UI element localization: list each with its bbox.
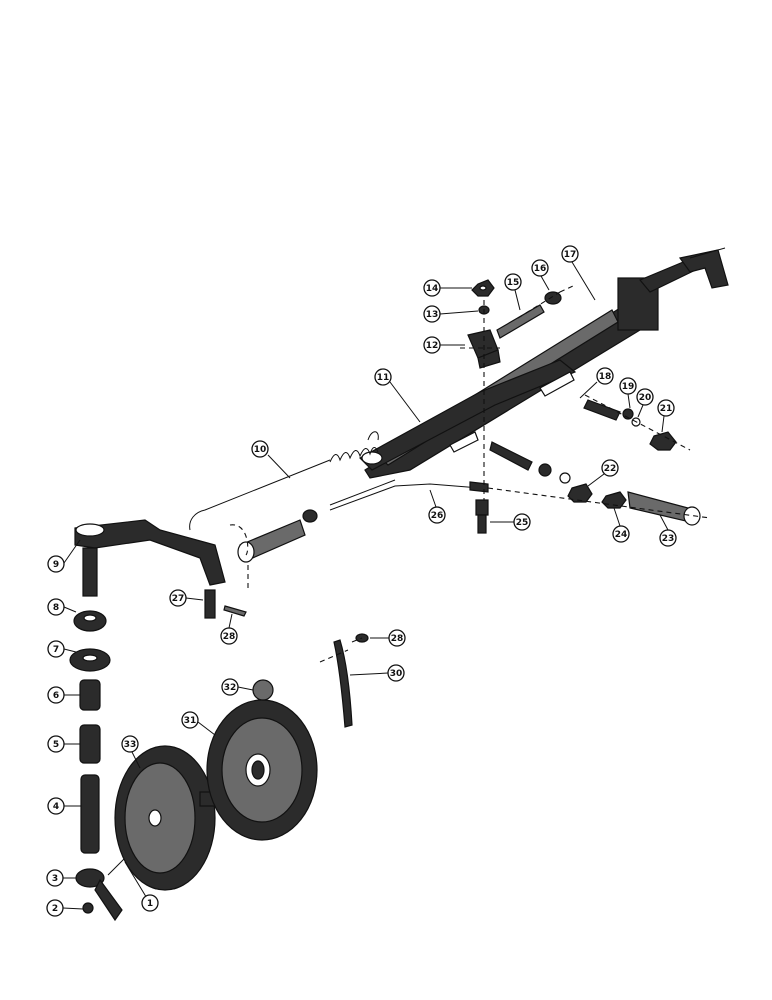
svg-text:18: 18	[599, 372, 612, 382]
svg-text:23: 23	[662, 534, 675, 544]
callout-21: 21	[657, 399, 675, 433]
scraper-blade-part-30	[333, 633, 369, 728]
callout-27: 27	[169, 589, 204, 607]
callout-23: 23	[659, 514, 677, 547]
svg-text:30: 30	[390, 669, 403, 679]
callout-6: 6	[47, 686, 80, 704]
svg-text:10: 10	[254, 445, 267, 455]
svg-text:14: 14	[426, 284, 439, 294]
callout-3: 3	[46, 869, 76, 887]
callout-18: 18	[579, 367, 614, 399]
svg-text:26: 26	[431, 511, 444, 521]
svg-text:15: 15	[507, 278, 520, 288]
callout-14: 14	[423, 279, 472, 297]
svg-text:22: 22	[604, 464, 617, 474]
callout-25: 25	[490, 513, 531, 531]
callout-30: 30	[349, 664, 405, 682]
callout-1: 1	[124, 861, 159, 912]
callout-13: 13	[423, 305, 479, 323]
svg-text:4: 4	[53, 802, 59, 812]
svg-text:1: 1	[147, 899, 153, 909]
svg-text:17: 17	[564, 250, 577, 260]
svg-text:28: 28	[223, 632, 236, 642]
bushing-stack	[69, 610, 126, 922]
svg-text:3: 3	[52, 874, 58, 884]
svg-text:2: 2	[52, 904, 58, 914]
callout-16: 16	[531, 259, 550, 291]
callout-31: 31	[181, 711, 216, 736]
callout-33: 33	[121, 735, 141, 769]
ball-part-32	[252, 679, 274, 701]
clevis	[237, 509, 318, 563]
svg-text:11: 11	[377, 373, 390, 383]
callout-5: 5	[47, 735, 80, 753]
svg-text:25: 25	[516, 518, 529, 528]
svg-text:8: 8	[53, 603, 59, 613]
svg-text:28: 28	[391, 634, 404, 644]
callout-32: 32	[221, 678, 254, 696]
cage-wheel-part-31	[206, 699, 318, 841]
svg-text:27: 27	[172, 594, 185, 604]
callout-11: 11	[374, 368, 421, 423]
callout-9: 9	[47, 539, 81, 573]
svg-text:32: 32	[224, 683, 237, 693]
svg-text:16: 16	[534, 264, 547, 274]
svg-text:5: 5	[53, 740, 59, 750]
hardware	[204, 279, 701, 619]
callout-20: 20	[636, 388, 654, 418]
callout-17: 17	[561, 245, 596, 301]
callouts: 1 2 3 4 5 6 7 8 9 10 11 12 13 14 15 16 1…	[46, 245, 677, 917]
lever-arm-part-11	[359, 359, 577, 471]
svg-text:12: 12	[426, 341, 439, 351]
svg-text:21: 21	[660, 404, 673, 414]
svg-text:24: 24	[615, 530, 628, 540]
svg-text:9: 9	[53, 560, 59, 570]
callout-4: 4	[47, 797, 81, 815]
svg-text:31: 31	[184, 716, 197, 726]
svg-text:20: 20	[639, 393, 652, 403]
callout-10: 10	[251, 440, 291, 479]
callout-12: 12	[423, 336, 465, 354]
callout-19: 19	[619, 377, 637, 409]
threaded-rod-part-26	[329, 479, 489, 511]
callout-28b: 28	[370, 629, 406, 647]
callout-2: 2	[46, 899, 84, 917]
bell-crank-part-9	[74, 519, 226, 597]
svg-text:7: 7	[53, 645, 59, 655]
callout-28a: 28	[220, 613, 238, 645]
svg-text:13: 13	[426, 310, 439, 320]
callout-22: 22	[587, 459, 619, 487]
svg-text:19: 19	[622, 382, 635, 392]
svg-text:33: 33	[124, 740, 137, 750]
assembly-lines	[229, 284, 711, 663]
callout-26: 26	[428, 489, 446, 524]
callout-7: 7	[47, 640, 77, 658]
callout-15: 15	[504, 273, 522, 311]
callout-8: 8	[47, 598, 77, 616]
callout-24: 24	[612, 507, 630, 543]
svg-text:6: 6	[53, 691, 59, 701]
spring-part-10	[189, 431, 379, 531]
